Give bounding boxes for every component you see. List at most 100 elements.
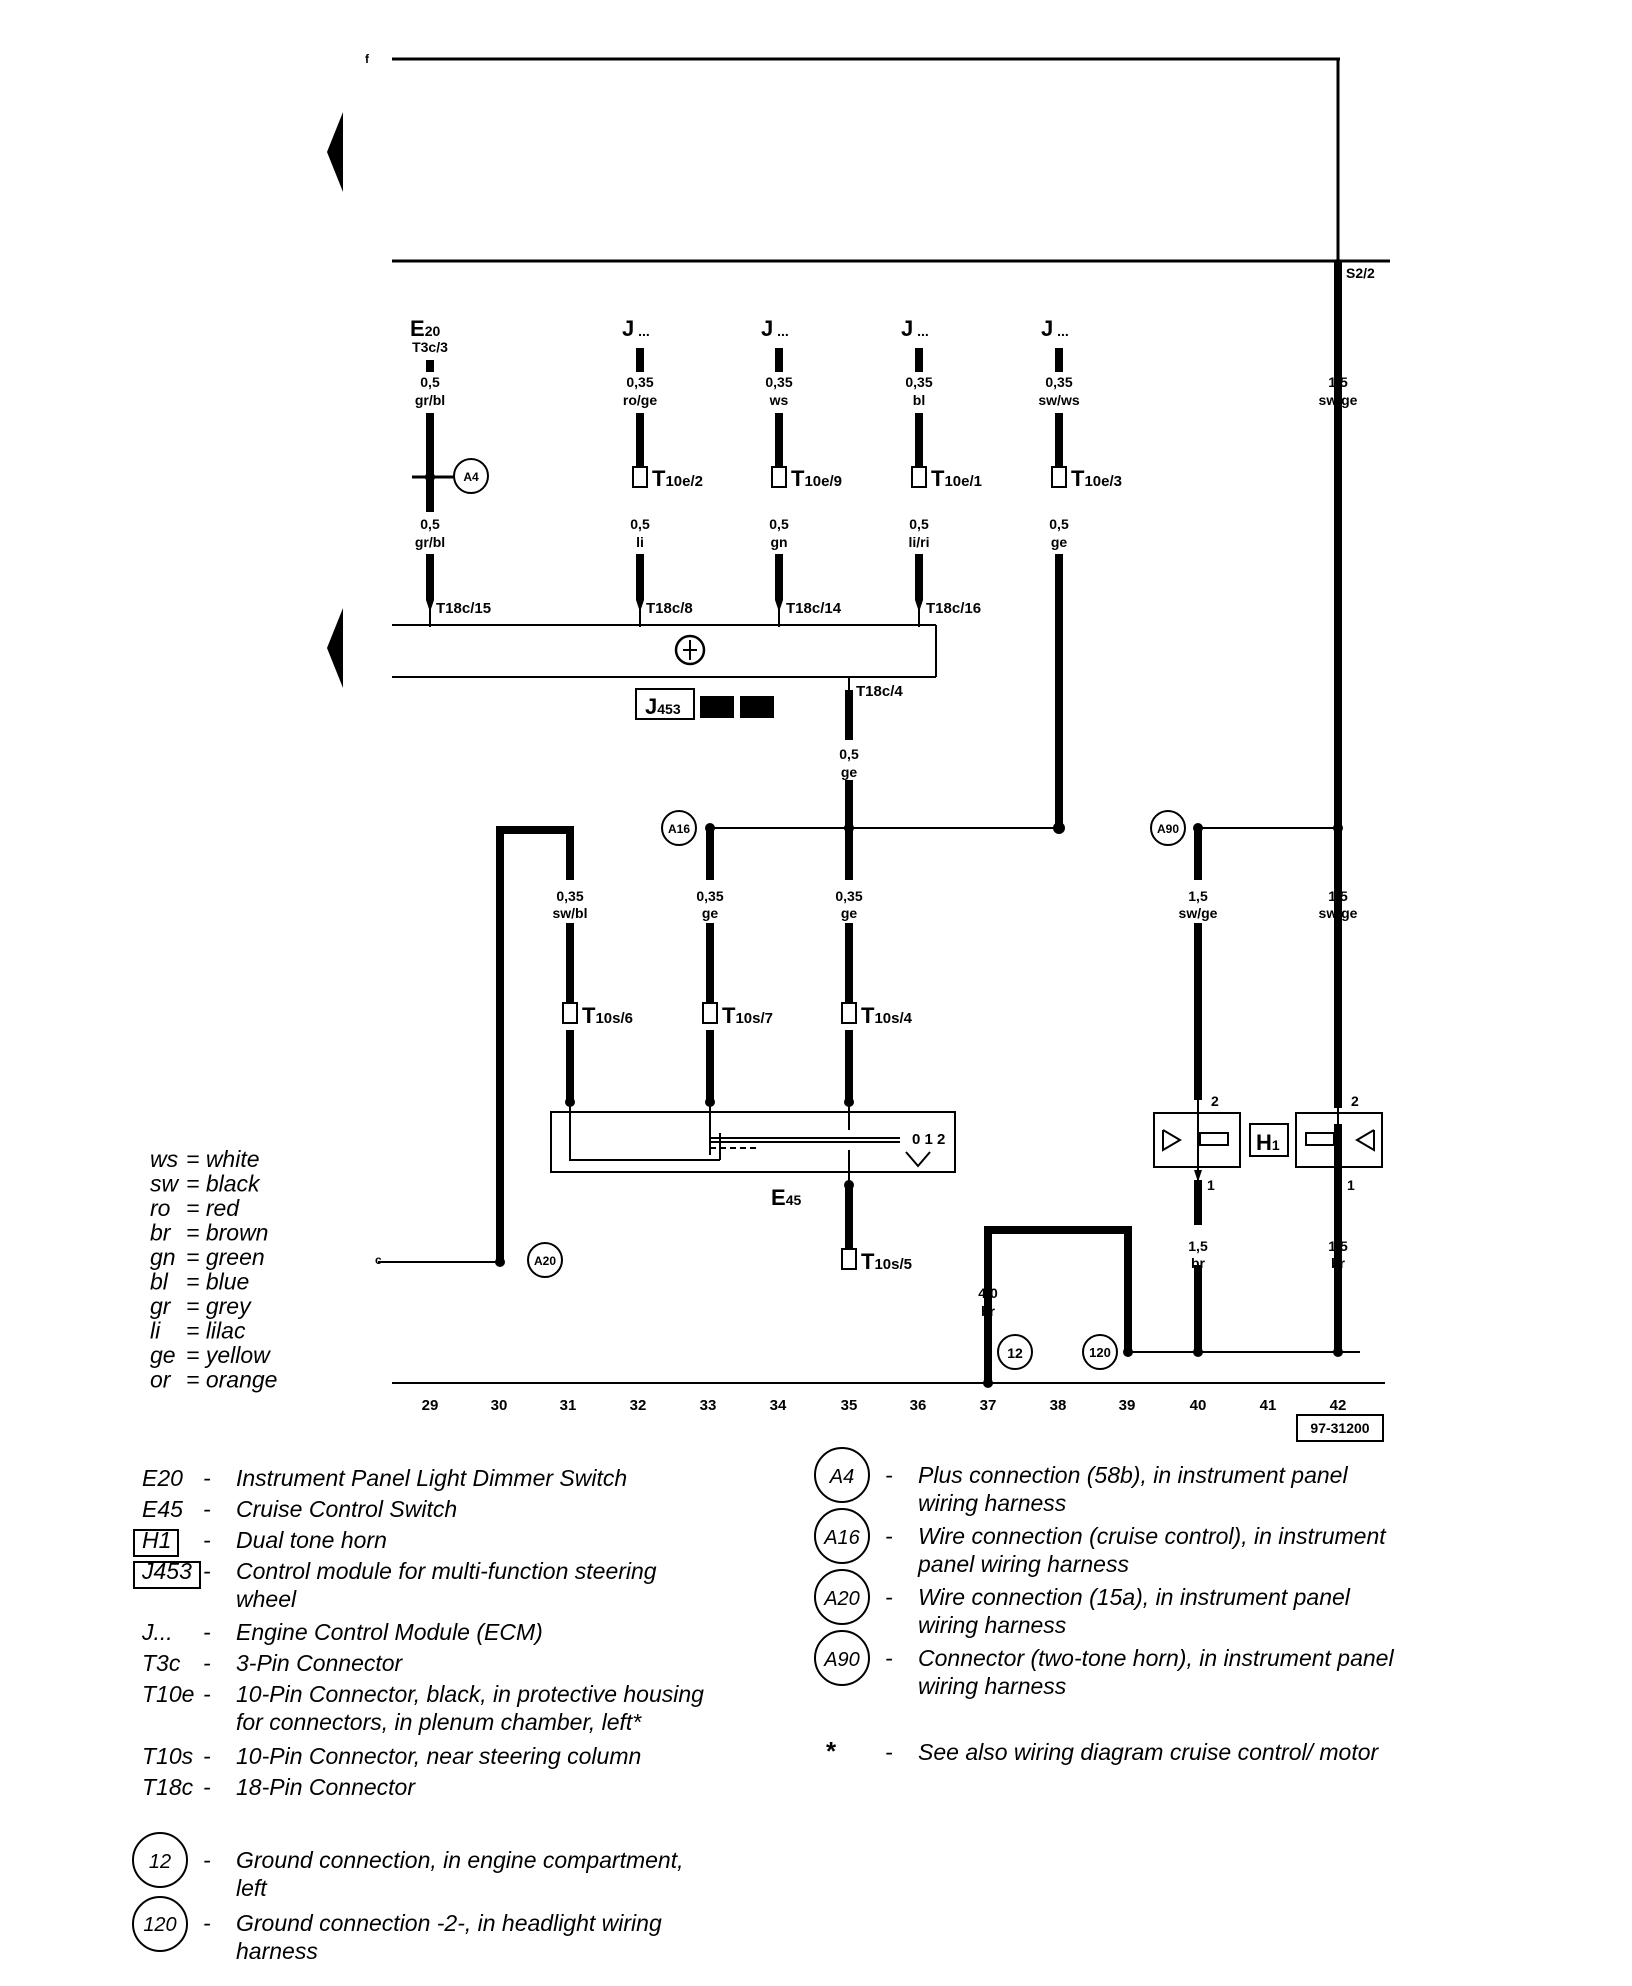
color-name: = yellow bbox=[186, 1342, 271, 1368]
legend-j453-box bbox=[133, 1561, 201, 1589]
color-name: = black bbox=[186, 1171, 261, 1197]
legend-text: 10-Pin Connector, near steering column bbox=[236, 1743, 641, 1769]
h1-label: H1 bbox=[1256, 1130, 1280, 1155]
horn-pin: 2 bbox=[1211, 1093, 1219, 1109]
ecm-label-1: J ... bbox=[761, 316, 789, 341]
legend-text: Connector (two-tone horn), in instrument… bbox=[918, 1645, 1394, 1671]
wire-color: bl bbox=[913, 392, 925, 408]
wire-size: 1,5 bbox=[1188, 1238, 1208, 1254]
color-abbr: br bbox=[150, 1220, 172, 1246]
legend-conn-code: A16 bbox=[823, 1527, 860, 1549]
pin-label: T18c/14 bbox=[786, 600, 842, 617]
wire-size: 1,5 bbox=[1328, 1238, 1348, 1254]
track-number: 40 bbox=[1190, 1397, 1207, 1414]
wire-size: 0,5 bbox=[420, 516, 440, 532]
wire-size: 0,5 bbox=[839, 746, 859, 762]
legend-text: wiring harness bbox=[918, 1612, 1067, 1638]
circle-label-g12: 12 bbox=[1007, 1345, 1023, 1361]
connector-label: T10s/5 bbox=[861, 1249, 912, 1274]
legend-dash: - bbox=[203, 1650, 211, 1676]
wire-color: ge bbox=[841, 905, 858, 921]
legend-code: T18c bbox=[142, 1774, 194, 1800]
connector-label: T10s/6 bbox=[582, 1003, 633, 1028]
legend-text: Wire connection (cruise control), in ins… bbox=[918, 1523, 1387, 1549]
circle-label-a16: A16 bbox=[668, 822, 690, 836]
legend-conn-code: A4 bbox=[829, 1466, 854, 1488]
color-name: = brown bbox=[186, 1220, 268, 1246]
pin-label: T18c/16 bbox=[926, 600, 981, 617]
diagram-id: 97-31200 bbox=[1310, 1420, 1369, 1436]
legend-dash: - bbox=[203, 1847, 211, 1873]
legend-text: Instrument Panel Light Dimmer Switch bbox=[236, 1465, 627, 1491]
wire-size: 0,35 bbox=[905, 374, 932, 390]
circle-label-a4: A4 bbox=[463, 470, 479, 484]
wire-size: 0,5 bbox=[1049, 516, 1069, 532]
color-name: = green bbox=[186, 1244, 265, 1270]
wire-color: sw/ge bbox=[1319, 392, 1358, 408]
wires bbox=[378, 57, 1390, 1385]
legend-code: T10s bbox=[142, 1743, 194, 1769]
wire-size: 1,5 bbox=[1328, 374, 1348, 390]
track-number: 41 bbox=[1260, 1397, 1277, 1414]
wire-color: gr/bl bbox=[415, 392, 445, 408]
j453-box bbox=[635, 688, 774, 720]
color-abbr: gn bbox=[150, 1244, 176, 1270]
wire-size: 1,5 bbox=[1188, 888, 1208, 904]
wire-color: br bbox=[1331, 1255, 1346, 1271]
connector-label: T10s/7 bbox=[722, 1003, 773, 1028]
connector-label: T10e/9 bbox=[791, 466, 842, 491]
e45-label: E45 bbox=[771, 1185, 801, 1210]
track-number: 33 bbox=[700, 1397, 717, 1414]
color-name: = red bbox=[186, 1195, 240, 1221]
legend-dash: - bbox=[885, 1523, 893, 1549]
wire-color: sw/bl bbox=[552, 905, 587, 921]
color-name: = orange bbox=[186, 1367, 277, 1393]
e45-switch-positions: 0 1 2 bbox=[912, 1131, 945, 1148]
diagram-id-box bbox=[1296, 1414, 1384, 1442]
edge-label-c: c bbox=[375, 1253, 382, 1267]
legend-code: T10e bbox=[142, 1681, 194, 1707]
legend-conn-code: A20 bbox=[823, 1588, 860, 1610]
circle-label-a90: A90 bbox=[1157, 822, 1179, 836]
legend-circles bbox=[132, 1447, 870, 1952]
wire-color: gr/bl bbox=[415, 534, 445, 550]
color-abbr: ro bbox=[150, 1195, 171, 1221]
pin-label: T18c/8 bbox=[646, 600, 693, 617]
legend-note-code: * bbox=[826, 1736, 837, 1766]
j453-label: J453 bbox=[645, 694, 681, 719]
legend-text: panel wiring harness bbox=[917, 1551, 1129, 1577]
e20-pin: T3c/3 bbox=[412, 339, 448, 355]
horn-pin: 1 bbox=[1347, 1177, 1355, 1193]
legend-dash: - bbox=[203, 1558, 211, 1584]
legend-ground-code: 12 bbox=[149, 1851, 171, 1873]
color-abbr: sw bbox=[150, 1171, 180, 1197]
legend-dash: - bbox=[203, 1496, 211, 1522]
legend-text: 3-Pin Connector bbox=[236, 1650, 404, 1676]
wire-size: 0,5 bbox=[909, 516, 929, 532]
wire-size: 0,35 bbox=[626, 374, 653, 390]
legend-text: wiring harness bbox=[918, 1673, 1067, 1699]
legend-dash: - bbox=[885, 1584, 893, 1610]
track-number: 42 bbox=[1330, 1397, 1347, 1414]
track-number: 30 bbox=[491, 1397, 508, 1414]
legend-dash: - bbox=[203, 1743, 211, 1769]
color-name: = lilac bbox=[186, 1318, 246, 1344]
legend-dash: - bbox=[203, 1465, 211, 1491]
wire-size: 0,5 bbox=[769, 516, 789, 532]
j453-box2: 6 bbox=[753, 699, 761, 715]
legend-code: J... bbox=[141, 1619, 173, 1645]
wire-color: sw/ws bbox=[1038, 392, 1079, 408]
wire-color: li/ri bbox=[908, 534, 929, 550]
wire-size: 1,5 bbox=[1328, 888, 1348, 904]
legend-dash: - bbox=[885, 1462, 893, 1488]
track-number: 39 bbox=[1119, 1397, 1136, 1414]
legend-conn-code: A90 bbox=[823, 1649, 860, 1671]
connector-label: T10e/3 bbox=[1071, 466, 1122, 491]
color-abbr: bl bbox=[150, 1269, 169, 1295]
legend-code: H1 bbox=[142, 1527, 171, 1553]
color-abbr: li bbox=[150, 1318, 161, 1344]
legend-text: See also wiring diagram cruise control/ … bbox=[918, 1739, 1380, 1765]
pin-label: T18c/15 bbox=[436, 600, 491, 617]
color-name: = blue bbox=[186, 1269, 249, 1295]
